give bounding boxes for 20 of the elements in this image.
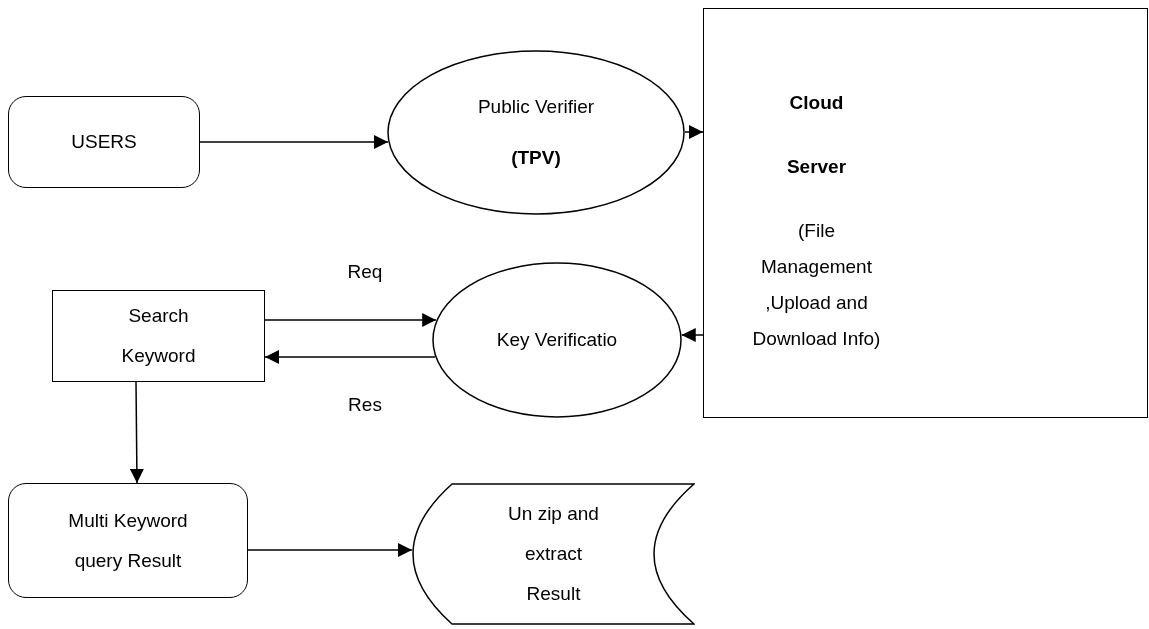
arrow (199, 135, 389, 149)
node-label: (File Management ,Upload and Download Info) (751, 219, 882, 351)
arrow (681, 328, 704, 342)
node-label: (TPV) (511, 145, 561, 170)
arrow (264, 350, 436, 364)
node-label: Search Keyword (120, 304, 197, 368)
node-label: USERS (71, 130, 137, 154)
process-box (52, 290, 265, 382)
node-label: Cloud Server (785, 91, 848, 179)
process-box (703, 8, 1148, 418)
rounded-box (8, 96, 200, 188)
node-label: Public Verifier (477, 95, 595, 119)
arrow (247, 543, 413, 557)
arrow (264, 313, 437, 327)
node-label: Multi Keyword query Result (67, 508, 189, 573)
node-label: Key Verificatio (496, 328, 618, 352)
node-label: Un zip and extract Result (507, 502, 600, 606)
rounded-box (8, 483, 248, 598)
arrow (684, 125, 704, 139)
arrow (129, 381, 144, 484)
